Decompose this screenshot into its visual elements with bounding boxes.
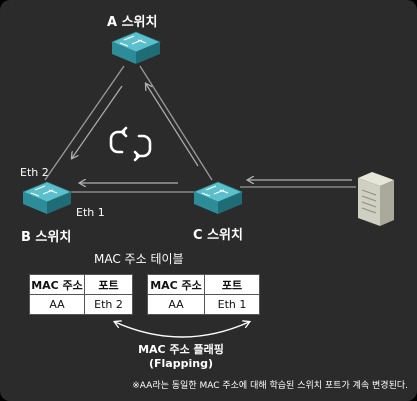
arrow-c-to-a: [146, 84, 199, 167]
link-a-b: [44, 65, 125, 181]
arrow-a-to-b: [72, 85, 123, 158]
table-row: AA Eth 1: [147, 294, 260, 315]
mac-table-right: MAC 주소 포트 AA Eth 1: [147, 274, 260, 315]
flapping-arrow: [114, 322, 249, 338]
flapping-label: MAC 주소 플래핑 (Flapping): [0, 343, 362, 371]
loop-arrows-icon: [109, 126, 152, 162]
table-row: AA Eth 2: [29, 294, 133, 315]
port-cell: Eth 2: [84, 294, 133, 315]
footnote: ※AA라는 동일한 MAC 주소에 대해 학습된 스위치 포트가 계속 변경된다…: [132, 381, 408, 391]
switch-c-icon: [192, 181, 244, 214]
switch-b-icon: [21, 181, 73, 214]
mac-cell: AA: [29, 294, 85, 315]
flapping-label-line2: (Flapping): [149, 357, 213, 370]
mac-cell: AA: [147, 294, 205, 315]
mac-header: MAC 주소: [29, 274, 85, 295]
port-header: 포트: [204, 274, 260, 295]
port-cell: Eth 1: [204, 294, 260, 315]
port-header: 포트: [84, 274, 133, 295]
mac-header: MAC 주소: [147, 274, 205, 295]
switch-a-label: A 스위치: [107, 15, 158, 30]
switch-b-port-bottom: Eth 1: [76, 206, 105, 219]
switch-b-port-top: Eth 2: [20, 166, 49, 179]
switch-a-icon: [110, 31, 162, 64]
flapping-label-line1: MAC 주소 플래핑: [138, 343, 224, 356]
switch-c-label: C 스위치: [193, 228, 243, 243]
mac-table-title: MAC 주소 테이블: [94, 252, 184, 266]
mac-table-left: MAC 주소 포트 AA Eth 2: [29, 274, 133, 315]
link-a-c: [139, 65, 213, 181]
switch-b-label: B 스위치: [21, 230, 72, 245]
server-icon: [358, 172, 394, 226]
